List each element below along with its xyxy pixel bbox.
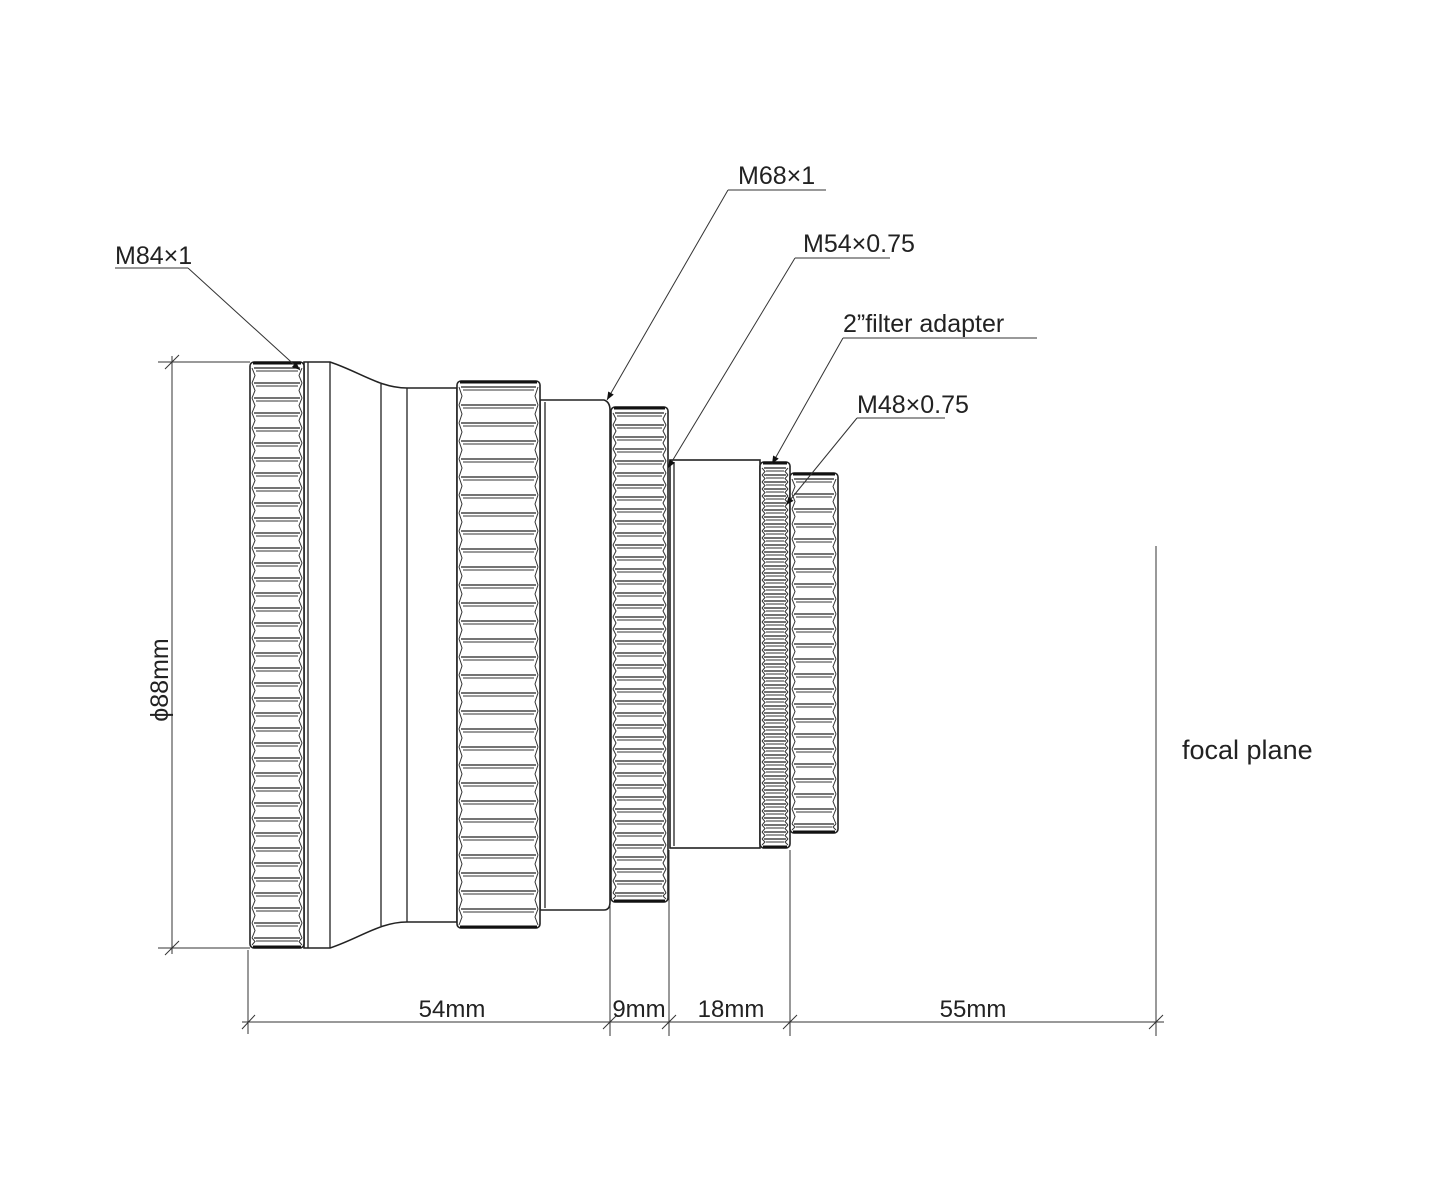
focuser-ring [456,380,541,929]
callout-m84-text: M84×1 [115,242,192,270]
length-dimensions: 54mm 9mm 18mm 55mm [241,546,1164,1036]
callout-m68: M68×1 [606,162,826,401]
spacer-body [669,459,761,849]
callout-m54-text: M54×0.75 [803,230,915,258]
callout-filter-adapter-text: 2”filter adapter [843,310,1004,338]
dimension-54mm: 54mm [419,996,486,1023]
callout-m68-text: M68×1 [738,162,815,190]
focal-plane-label: focal plane [1182,735,1313,765]
m68-body [539,399,611,911]
diameter-label: ϕ88mm [146,638,174,721]
diameter-dimension: ϕ88mm [146,354,250,956]
m68-ring [610,406,669,903]
dimension-18mm: 18mm [698,996,765,1023]
knurled-rings [249,361,839,949]
m84-ring [249,361,305,949]
callout-m48: M48×0.75 [785,391,969,506]
callout-m48-text: M48×0.75 [857,391,969,419]
filter-adapter-ring [759,461,791,849]
callout-m84: M84×1 [115,242,301,371]
dimension-9mm: 9mm [612,996,665,1023]
main-body [303,361,458,949]
callout-m54: M54×0.75 [667,230,915,469]
m48-ring [789,472,839,834]
callout-filter-adapter: 2”filter adapter [771,310,1037,465]
dimension-55mm: 55mm [940,996,1007,1023]
